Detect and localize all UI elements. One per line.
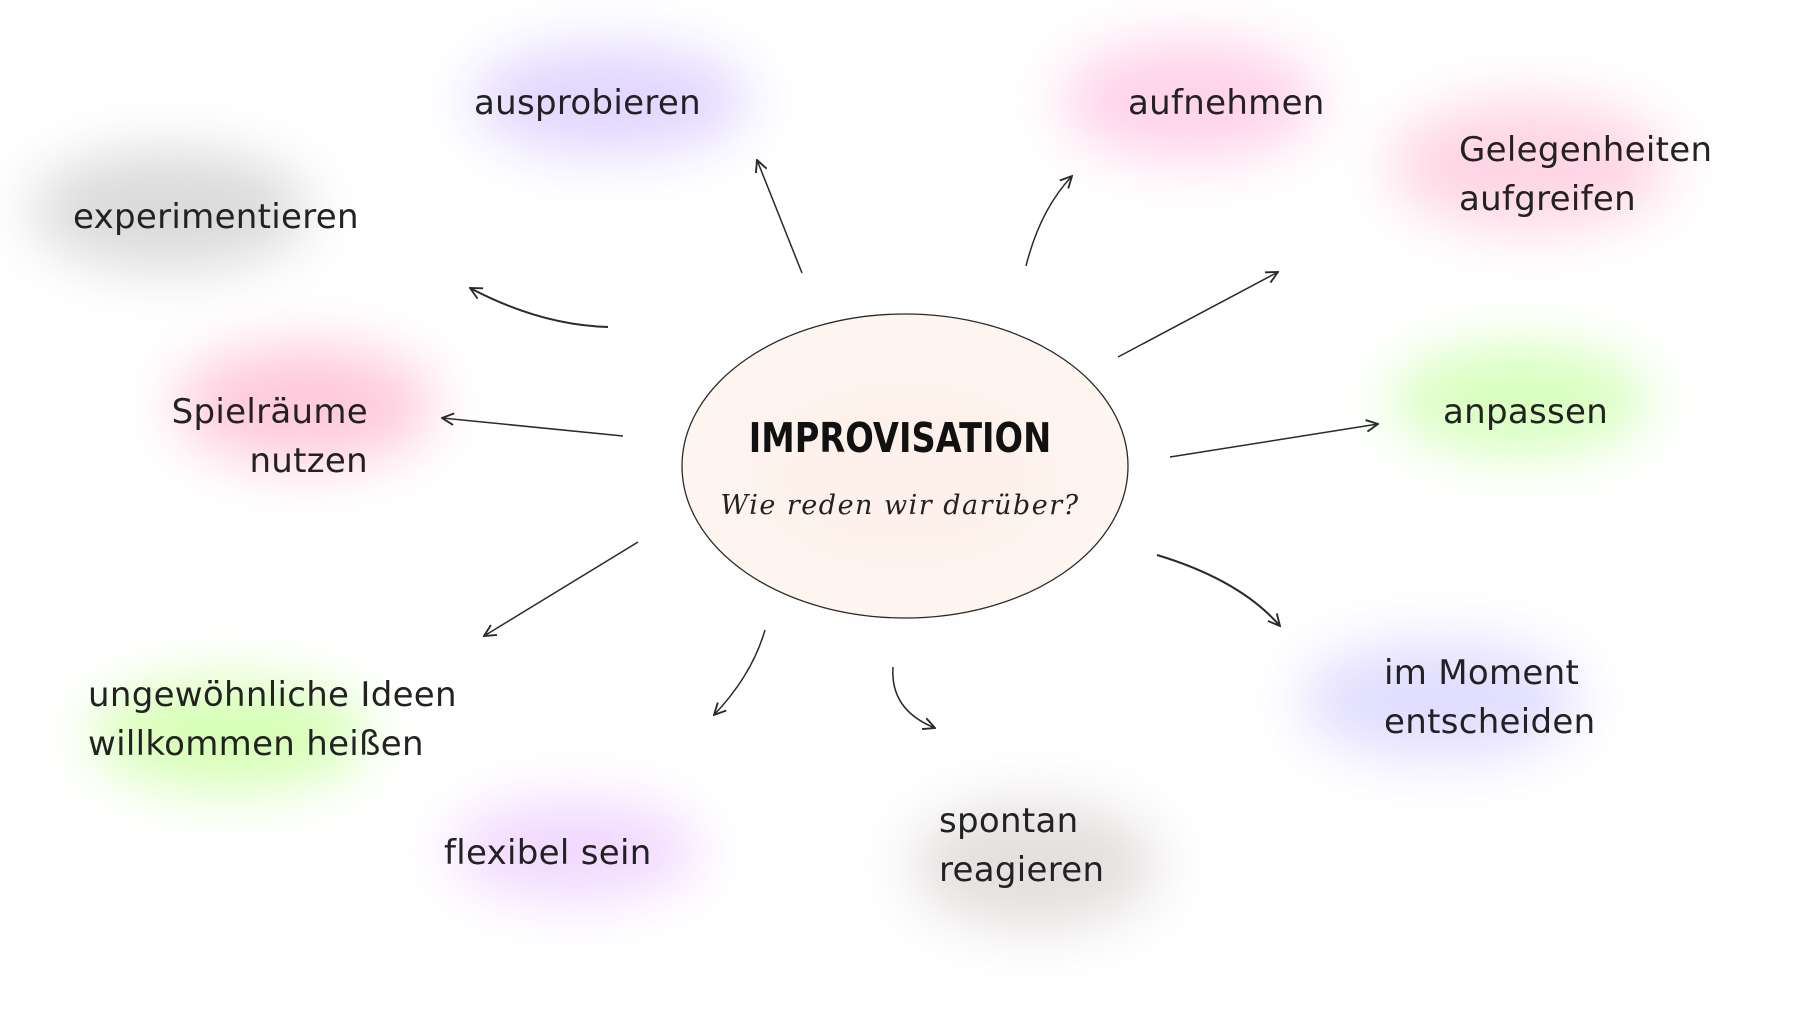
arrow-to-gelegenheiten [1117,272,1278,358]
node-anpassen: anpassen [1443,392,1609,432]
node-spontan: spontan reagieren [939,801,1105,890]
node-aufnehmen: aufnehmen [1128,83,1325,123]
center-ellipse [681,313,1129,619]
center-subtitle: Wie reden wir darüber? [720,490,1080,521]
arrow-to-aufnehmen [1025,176,1072,267]
arrow-to-ausprobieren [757,160,803,274]
node-ausprobieren: ausprobieren [474,83,701,123]
node-experimentieren: experimentieren [73,197,359,237]
arrow-to-im-moment [1156,554,1280,626]
node-flexibel: flexibel sein [444,833,652,873]
node-im-moment: im Moment entscheiden [1384,653,1596,742]
arrow-to-anpassen [1169,424,1378,458]
arrow-to-ungewoehnliche [484,541,639,636]
arrow-to-experimentieren [470,288,609,328]
arrow-to-spontan [892,666,935,728]
node-ungewoehnliche: ungewöhnliche Ideen willkommen heißen [88,675,457,764]
arrow-to-flexibel [714,629,766,715]
node-spielraeume: Spielräume nutzen [171,392,368,481]
node-gelegenheiten: Gelegenheiten aufgreifen [1459,130,1713,219]
arrow-to-spielraeume [442,418,624,437]
center-title: IMPROVISATION [748,414,1052,462]
